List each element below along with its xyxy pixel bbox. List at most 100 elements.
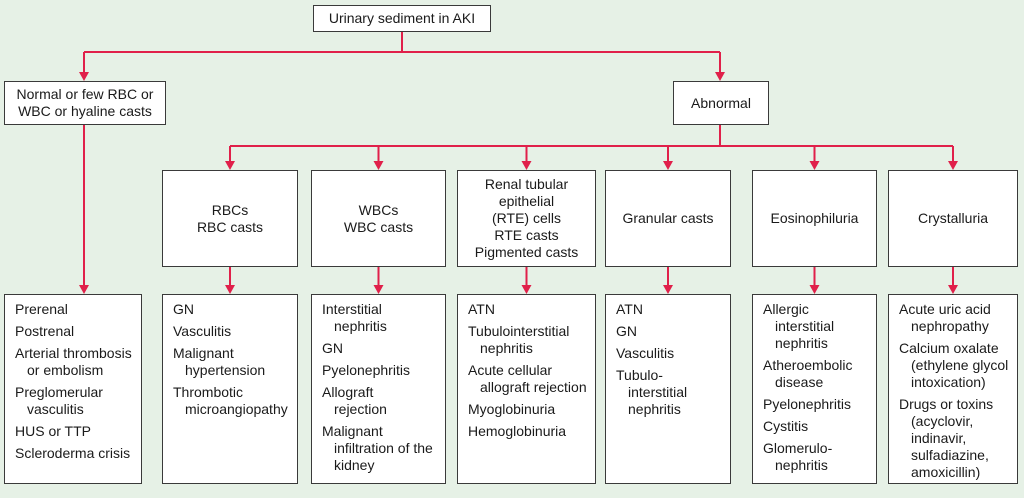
cause-item: Hemoglobinuria: [458, 423, 595, 440]
category-label-line: Eosinophiluria: [770, 210, 859, 226]
category-label-line: Crystalluria: [917, 210, 988, 226]
cause-line: indinavir,: [911, 430, 967, 446]
category-label-line: Granular casts: [622, 210, 714, 226]
category-granular-node: Granular casts: [605, 170, 731, 267]
arrow-head: [715, 72, 725, 81]
cause-line: Acute uric acid: [899, 301, 991, 317]
cause-item: GN: [163, 301, 297, 318]
cause-line: Acute cellular: [468, 362, 553, 378]
cause-item: GN: [606, 323, 730, 340]
cause-line: GN: [322, 340, 343, 356]
category-label-line: (RTE) cells: [492, 210, 561, 226]
cause-line: Preglomerular: [15, 384, 103, 400]
category-label-line: WBCs: [358, 201, 399, 218]
category-label-line: RBC casts: [196, 218, 264, 235]
cause-item: Pyelonephritis: [753, 396, 876, 413]
cause-line: Malignant: [322, 423, 383, 439]
cause-line: Scleroderma crisis: [15, 445, 131, 461]
cause-line: intoxication): [911, 374, 986, 390]
category-label-line: WBC casts: [343, 218, 414, 235]
cause-line: Pyelonephritis: [322, 362, 410, 378]
cause-line: Allergic: [763, 301, 809, 317]
arrow-head: [225, 161, 235, 170]
cause-line: Cystitis: [763, 418, 809, 434]
cause-line: amoxicillin): [911, 464, 981, 480]
arrow-head: [663, 161, 673, 170]
arrow-head: [809, 161, 820, 170]
cause-line: Allograft: [322, 384, 374, 400]
category-label-line: RBCs: [211, 201, 249, 218]
cause-line: nephritis: [480, 340, 533, 356]
cause-line: Pyelonephritis: [763, 396, 851, 412]
cause-line: Malignant: [173, 345, 234, 361]
cause-line: Myoglobinuria: [468, 401, 556, 417]
cause-line: GN: [173, 301, 194, 317]
cause-item: HUS or TTP: [5, 423, 141, 440]
arrow-head: [948, 161, 958, 170]
category-eos-node: Eosinophiluria: [752, 170, 877, 267]
category-label-line: Renal tubular: [484, 176, 569, 192]
cause-line: Vasculitis: [173, 323, 232, 339]
cause-item: Prerenal: [5, 301, 141, 318]
category-crystal-node: Crystalluria: [888, 170, 1018, 267]
cause-line: hypertension: [185, 362, 266, 378]
cause-line: disease: [775, 374, 824, 390]
arrow-head: [948, 285, 958, 294]
cause-line: Drugs or toxins: [899, 396, 994, 412]
cause-line: nephritis: [334, 318, 387, 334]
cause-line: GN: [616, 323, 637, 339]
root-node: Urinary sediment in AKI: [313, 5, 491, 32]
cause-line: vasculitis: [27, 401, 84, 417]
arrow-head: [225, 285, 235, 294]
cause-item: ATN: [458, 301, 595, 318]
arrow-head: [809, 285, 820, 294]
normal-line: WBC or hyaline casts: [18, 103, 152, 119]
cause-line: Thrombotic: [173, 384, 244, 400]
arrow-head: [79, 285, 89, 294]
cause-line: or embolism: [27, 362, 104, 378]
cause-line: Vasculitis: [616, 345, 675, 361]
cause-line: allograft rejection: [480, 379, 587, 395]
normal-line: Normal or few RBC or: [16, 86, 154, 102]
cause-line: Prerenal: [15, 301, 68, 317]
category-label-line: Pigmented casts: [474, 244, 579, 260]
arrow-head: [79, 72, 89, 81]
cause-item: Postrenal: [5, 323, 141, 340]
cause-line: Calcium oxalate: [899, 340, 999, 356]
cause-line: infiltration of the: [334, 440, 433, 456]
arrow-head: [521, 161, 532, 170]
arrow-head: [373, 285, 384, 294]
cause-line: Tubulo-: [616, 367, 663, 383]
category-label-line: epithelial: [498, 193, 555, 209]
cause-item: Vasculitis: [606, 345, 730, 362]
normal-node: Normal or few RBC or WBC or hyaline cast…: [4, 81, 166, 125]
cause-line: sulfadiazine,: [911, 447, 989, 463]
cause-line: nephritis: [775, 457, 828, 473]
cause-line: kidney: [334, 457, 375, 473]
root-label: Urinary sediment in AKI: [328, 10, 476, 26]
cause-line: Tubulointerstitial: [468, 323, 570, 339]
cause-line: interstitial: [628, 384, 688, 400]
category-label-line: RTE casts: [494, 227, 559, 243]
abnormal-label: Abnormal: [691, 94, 751, 111]
cause-line: nephritis: [628, 401, 681, 417]
